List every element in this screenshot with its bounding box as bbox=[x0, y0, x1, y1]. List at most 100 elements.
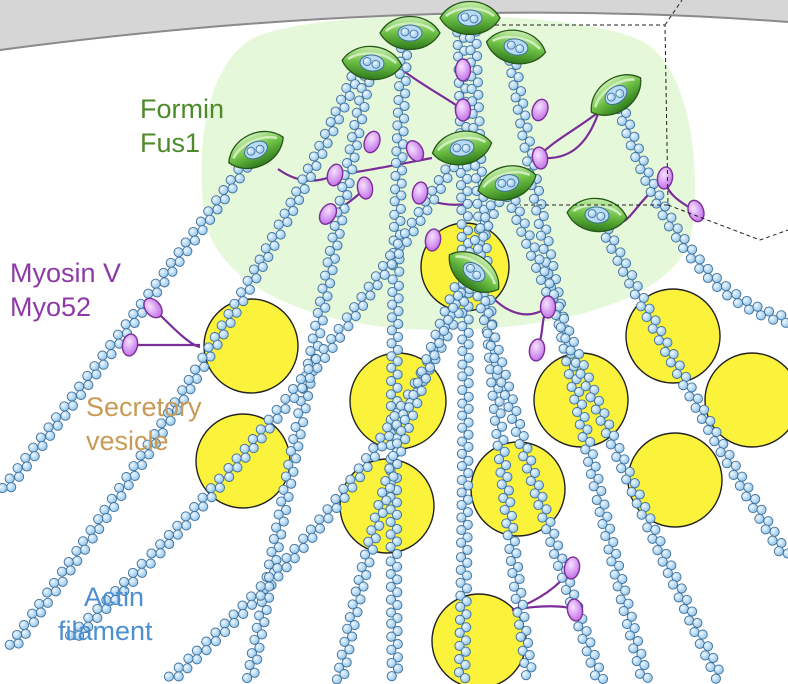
actin-bead bbox=[334, 662, 345, 673]
actin-bead bbox=[478, 231, 489, 242]
actin-bead bbox=[482, 328, 493, 339]
actin-bead bbox=[298, 533, 309, 544]
actin-bead bbox=[514, 439, 525, 450]
actin-bead bbox=[269, 240, 280, 251]
actin-bead bbox=[713, 664, 724, 675]
actin-bead bbox=[455, 180, 467, 191]
actin-bead bbox=[350, 311, 361, 322]
actin-bead bbox=[475, 223, 486, 234]
myosin-label: Myosin V Myo52 bbox=[10, 256, 121, 324]
actin-bead bbox=[172, 529, 183, 540]
secretory-vesicle bbox=[704, 352, 788, 448]
actin-bead bbox=[317, 315, 328, 326]
actin-bead bbox=[506, 510, 517, 521]
actin-bead bbox=[392, 344, 403, 355]
actin-bead bbox=[322, 504, 333, 515]
actin-bead bbox=[386, 362, 397, 373]
actin-bead bbox=[370, 271, 381, 282]
actin-bead bbox=[399, 228, 410, 239]
actin-bead bbox=[585, 436, 596, 447]
actin-bead bbox=[462, 519, 473, 530]
actin-bead bbox=[711, 427, 722, 438]
actin-bead bbox=[533, 499, 544, 511]
actin-bead bbox=[492, 440, 503, 451]
actin-bead bbox=[182, 663, 193, 674]
actin-bead bbox=[525, 475, 536, 487]
formin-highlight bbox=[347, 52, 397, 65]
actin-bead bbox=[335, 332, 346, 343]
actin-bead bbox=[588, 481, 599, 492]
actin-bead bbox=[165, 257, 176, 268]
actin-bead bbox=[518, 431, 529, 442]
actin-bead bbox=[297, 174, 308, 185]
actin-bead bbox=[618, 606, 629, 617]
actin-bead bbox=[218, 329, 229, 340]
actin-bead bbox=[510, 426, 521, 437]
actin-bead bbox=[300, 403, 311, 414]
actin-bead bbox=[136, 567, 148, 578]
myosin-head bbox=[326, 163, 344, 187]
actin-bead bbox=[643, 167, 654, 178]
actin-bead bbox=[293, 408, 304, 419]
formin-bead bbox=[497, 178, 507, 188]
actin-bead bbox=[135, 450, 146, 461]
actin-bead bbox=[143, 288, 154, 299]
actin-bead bbox=[594, 507, 605, 518]
actin-bead bbox=[752, 301, 763, 312]
actin-bead bbox=[578, 360, 589, 371]
actin-bead bbox=[502, 471, 513, 483]
actin-bead bbox=[466, 83, 477, 94]
actin-bead bbox=[11, 629, 23, 641]
actin-bead bbox=[710, 673, 721, 684]
actin-bead bbox=[35, 432, 46, 443]
actin-bead bbox=[189, 235, 201, 246]
actin-bead bbox=[332, 240, 343, 251]
actin-bead bbox=[264, 581, 275, 592]
actin-bead bbox=[510, 593, 521, 604]
actin-bead bbox=[531, 205, 542, 216]
actin-bead bbox=[174, 256, 185, 267]
actin-bead bbox=[400, 88, 411, 99]
actin-bead bbox=[351, 107, 362, 118]
actin-bead bbox=[702, 641, 714, 652]
actin-bead bbox=[585, 637, 596, 648]
actin-bead bbox=[506, 202, 517, 214]
actin-bead bbox=[462, 507, 473, 518]
actin-bead bbox=[455, 167, 466, 178]
actin-bead bbox=[399, 113, 410, 124]
actin-bead bbox=[89, 361, 100, 372]
actin-bead bbox=[471, 38, 482, 49]
actin-bead bbox=[457, 346, 468, 357]
actin-bead bbox=[583, 372, 595, 383]
actin-bead bbox=[665, 357, 676, 368]
actin-bead bbox=[291, 186, 302, 197]
actin-bead bbox=[533, 218, 544, 230]
actin-bead bbox=[535, 274, 547, 285]
actin-bead bbox=[456, 219, 467, 230]
myosin-head bbox=[531, 146, 549, 170]
actin-bead bbox=[197, 225, 208, 236]
myosin-head bbox=[656, 166, 674, 190]
myosin-head bbox=[363, 130, 381, 154]
actin-bead bbox=[460, 673, 471, 684]
actin-bead bbox=[455, 564, 466, 576]
actin-bead bbox=[82, 370, 93, 381]
actin-bead bbox=[91, 369, 102, 380]
actin-bead bbox=[273, 219, 284, 230]
actin-bead bbox=[114, 482, 125, 493]
actin-bead bbox=[463, 339, 474, 350]
actin-bead bbox=[112, 329, 124, 340]
actin-bead bbox=[341, 312, 352, 323]
actin-bead bbox=[256, 433, 267, 444]
myosin-head bbox=[121, 333, 139, 357]
formin-dimer bbox=[228, 130, 284, 170]
actin-bead bbox=[463, 441, 474, 452]
actin-bead bbox=[731, 289, 742, 300]
actin-bead bbox=[456, 475, 467, 486]
actin-bead bbox=[461, 583, 472, 594]
actin-bead bbox=[315, 328, 326, 339]
actin-bead bbox=[244, 659, 255, 671]
actin-bead bbox=[587, 449, 598, 460]
actin-bead bbox=[425, 341, 436, 352]
actin-label-line1: Actin bbox=[83, 582, 144, 612]
